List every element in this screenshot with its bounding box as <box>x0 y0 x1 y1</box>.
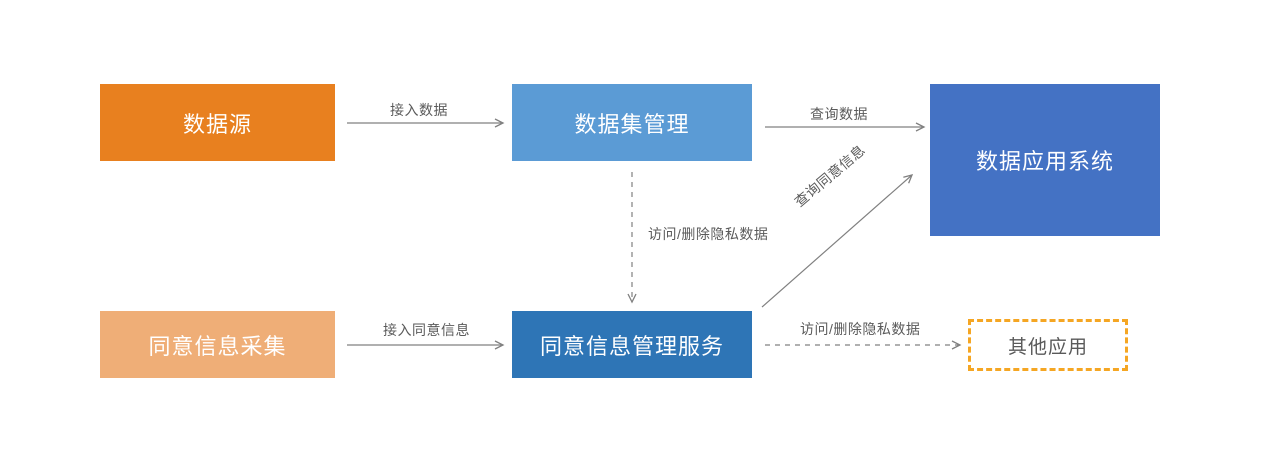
edge-query-consent <box>761 174 914 308</box>
node-data-source-label: 数据源 <box>182 111 252 137</box>
node-consent-management-service-label: 同意信息管理服务 <box>539 333 724 359</box>
node-other-applications[interactable]: 其他应用 <box>968 319 1128 371</box>
node-data-application-system-label: 数据应用系统 <box>975 149 1114 174</box>
edge-label-access-delete-private-data-horizontal: 访问/删除隐私数据 <box>800 321 921 337</box>
node-data-source[interactable]: 数据源 <box>100 84 335 161</box>
node-data-application-system[interactable]: 数据应用系统 <box>930 84 1160 236</box>
node-dataset-management-label: 数据集管理 <box>574 111 690 137</box>
edge-label-ingest-consent: 接入同意信息 <box>383 322 470 338</box>
node-consent-management-service[interactable]: 同意信息管理服务 <box>512 311 752 378</box>
node-dataset-management[interactable]: 数据集管理 <box>512 84 752 161</box>
edge-label-access-delete-private-data-vertical: 访问/删除隐私数据 <box>648 226 769 242</box>
edge-label-query-data: 查询数据 <box>810 106 868 122</box>
node-consent-collection[interactable]: 同意信息采集 <box>100 311 335 378</box>
edge-label-ingest-data: 接入数据 <box>390 102 448 118</box>
node-consent-collection-label: 同意信息采集 <box>148 333 287 359</box>
node-other-applications-label: 其他应用 <box>1007 336 1088 358</box>
